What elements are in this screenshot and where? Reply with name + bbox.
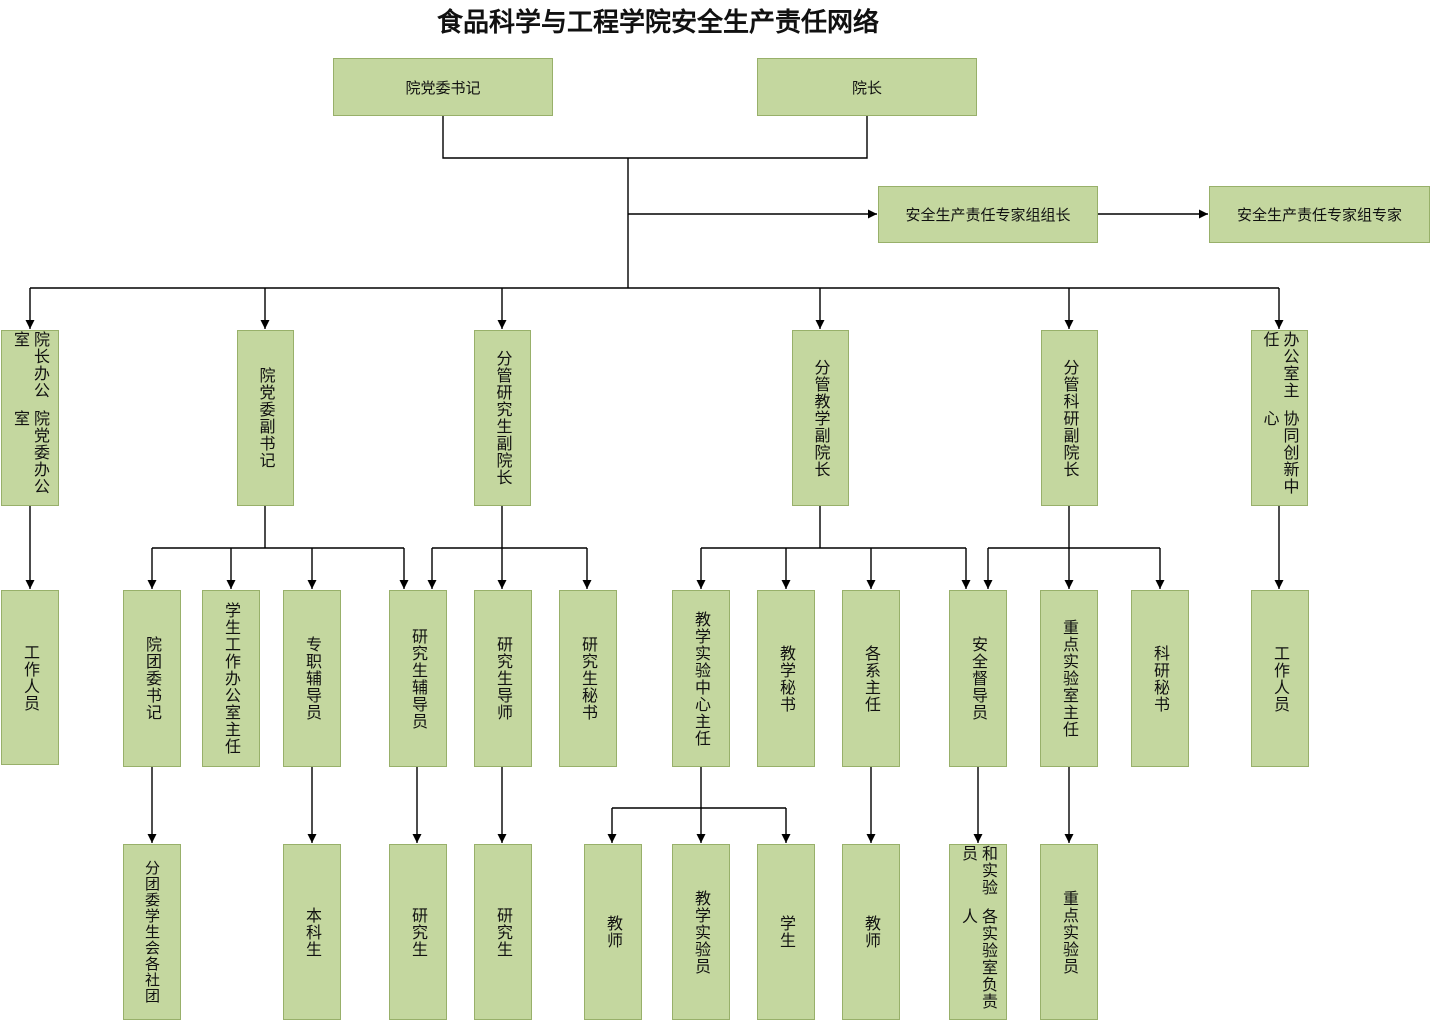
- node-teaching-secretary: 教学秘书: [757, 590, 815, 767]
- node-label: 分管科研副院长: [1060, 358, 1080, 478]
- node-department-heads: 各系主任: [842, 590, 900, 767]
- node-label: 本科生: [303, 906, 322, 958]
- node-label: 教师: [862, 915, 881, 949]
- node-label: 教学秘书: [777, 644, 796, 713]
- node-label: 学生工作办公室主任: [222, 602, 241, 755]
- node-label: 研究生辅导员: [409, 627, 428, 730]
- node-teachers-b: 教师: [842, 844, 900, 1020]
- node-label: 研究生秘书: [579, 636, 598, 721]
- node-office-staff: 工作人员: [1, 590, 59, 765]
- node-graduate-counselor: 研究生辅导员: [389, 590, 447, 767]
- node-lab-technicians: 教学实验员: [672, 844, 730, 1020]
- node-research-secretary: 科研秘书: [1131, 590, 1189, 767]
- node-expert-leader: 安全生产责任专家组组长: [878, 186, 1098, 243]
- node-label: 研究生导师: [494, 636, 513, 721]
- node-safety-supervisor: 安全督导员: [949, 590, 1007, 767]
- node-innovation-center: 协同创新中心 办公室主任: [1251, 330, 1308, 506]
- node-teachers-a: 教师: [584, 844, 642, 1020]
- node-deputy-party-secretary: 院党委副书记: [237, 330, 294, 506]
- node-expert-member: 安全生产责任专家组专家: [1209, 186, 1430, 243]
- node-label: 分管研究生副院长: [493, 350, 513, 486]
- node-label-line: 学生会: [143, 908, 161, 956]
- node-label: 教学实验中心主任: [692, 610, 711, 747]
- node-label: 教学实验员: [692, 889, 711, 975]
- node-label: 研究生: [409, 906, 428, 958]
- node-label: 院党委副书记: [256, 367, 276, 469]
- node-teaching-lab-director: 教学实验中心主任: [672, 590, 730, 767]
- node-label: 研究生: [494, 906, 513, 958]
- node-label-line: 协同创新中心: [1260, 410, 1300, 496]
- node-label: 院团委书记: [143, 636, 162, 721]
- node-key-lab-technicians: 重点实验员: [1040, 844, 1098, 1020]
- node-students: 学生: [757, 844, 815, 1020]
- node-label-line: 分团委: [143, 860, 161, 908]
- node-label: 分管教学副院长: [811, 358, 831, 478]
- node-label: 工作人员: [21, 643, 40, 712]
- node-lab-heads: 各实验室负责人 和实验员: [949, 844, 1007, 1020]
- node-office: 院党委办公室 院长办公室: [1, 330, 59, 506]
- node-grad-students-b: 研究生: [474, 844, 532, 1020]
- node-label: 安全生产责任专家组专家: [1236, 206, 1402, 224]
- chart-title: 食品科学与工程学院安全生产责任网络: [436, 8, 879, 38]
- node-center-staff: 工作人员: [1251, 590, 1309, 767]
- node-label: 重点实验员: [1060, 889, 1079, 975]
- node-student-orgs: 各社团学生会分团委: [123, 844, 181, 1020]
- node-label: 各系主任: [862, 644, 881, 713]
- node-label: 教师: [604, 915, 623, 949]
- node-fulltime-counselor: 专职辅导员: [283, 590, 341, 767]
- node-vp-research: 分管科研副院长: [1041, 330, 1098, 506]
- node-label: 重点实验室主任: [1060, 619, 1079, 738]
- node-label-line: 各社团: [143, 956, 161, 1004]
- node-label-line: 院党委办公室: [11, 410, 50, 496]
- node-label: 院长: [851, 78, 882, 97]
- node-label: 科研秘书: [1151, 644, 1170, 713]
- node-graduate-secretary: 研究生秘书: [559, 590, 617, 767]
- node-label-line: 院长办公室: [11, 331, 50, 399]
- node-undergraduates: 本科生: [283, 844, 341, 1020]
- node-vp-teaching: 分管教学副院长: [792, 330, 849, 506]
- node-label: 学生: [777, 915, 796, 949]
- node-label: 安全生产责任专家组组长: [905, 206, 1071, 224]
- node-graduate-supervisor: 研究生导师: [474, 590, 532, 767]
- node-label: 专职辅导员: [303, 636, 322, 721]
- node-student-affairs-director: 学生工作办公室主任: [202, 590, 260, 767]
- node-label-line: 各实验室负责人: [959, 908, 998, 1011]
- connector-top-merge: [442, 116, 868, 159]
- node-label-line: 办公室主任: [1260, 331, 1300, 399]
- node-dean: 院长: [757, 58, 977, 116]
- node-key-lab-director: 重点实验室主任: [1040, 590, 1098, 767]
- node-party-secretary: 院党委书记: [333, 58, 553, 116]
- node-label-line: 和实验员: [959, 845, 998, 896]
- node-grad-students-a: 研究生: [389, 844, 447, 1020]
- node-vp-graduate: 分管研究生副院长: [474, 330, 531, 506]
- node-label: 工作人员: [1271, 644, 1290, 713]
- node-label: 安全督导员: [969, 636, 988, 721]
- node-youth-league-secretary: 院团委书记: [123, 590, 181, 767]
- node-label: 院党委书记: [405, 78, 481, 97]
